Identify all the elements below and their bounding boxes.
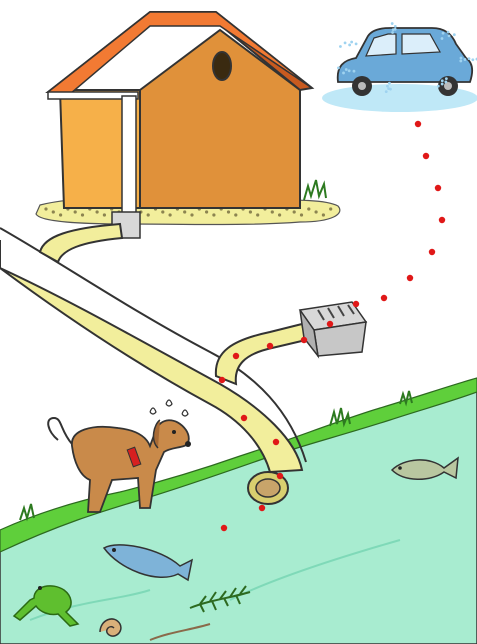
gravel-dot xyxy=(307,207,310,210)
gravel-dot xyxy=(96,210,99,213)
gravel-dot xyxy=(293,210,296,213)
spray-drop xyxy=(387,87,390,90)
spray-drop xyxy=(394,28,397,31)
gravel-dot xyxy=(256,213,259,216)
pollution-dot xyxy=(381,295,387,301)
pollution-dot xyxy=(423,153,429,159)
gravel-dot xyxy=(52,210,55,213)
gravel-dot xyxy=(190,213,193,216)
spray-drop xyxy=(394,25,397,28)
spray-drop xyxy=(385,90,388,93)
pollution-dot xyxy=(327,321,333,327)
gravel-dot xyxy=(81,213,84,216)
spray-drop xyxy=(453,33,456,36)
gravel-dot xyxy=(322,213,325,216)
spray-drop xyxy=(348,44,351,47)
house-pipe xyxy=(40,224,122,262)
gravel-dot xyxy=(103,213,106,216)
gravel-dot xyxy=(315,210,318,213)
pollution-dot xyxy=(259,505,265,511)
pollution-dot xyxy=(233,353,239,359)
attic-window xyxy=(213,52,231,80)
pollution-dot xyxy=(429,249,435,255)
spray-drop xyxy=(344,41,347,44)
spray-drop xyxy=(445,77,448,80)
spray-drop xyxy=(355,42,358,45)
spray-drop xyxy=(441,37,444,40)
gravel-dot xyxy=(234,213,237,216)
spray-drop xyxy=(441,79,444,82)
pollution-dot xyxy=(353,301,359,307)
gravel-dot xyxy=(59,213,62,216)
pollution-dot xyxy=(241,415,247,421)
spray-drop xyxy=(350,41,353,44)
spray-drop xyxy=(391,22,394,25)
spray-drop xyxy=(448,35,451,38)
storm-drain-icon xyxy=(300,302,366,356)
gravel-dot xyxy=(278,213,281,216)
spray-drop xyxy=(345,68,348,71)
gravel-dot xyxy=(329,207,332,210)
gravel-dot xyxy=(183,210,186,213)
gravel-dot xyxy=(74,210,77,213)
main-pipe xyxy=(0,240,302,472)
plant xyxy=(304,180,326,200)
pollution-dot xyxy=(407,275,413,281)
spray-drop xyxy=(386,85,389,88)
spray-drop xyxy=(459,60,462,63)
spray-drop xyxy=(471,58,474,61)
spray-drop xyxy=(464,58,467,61)
spray-drop xyxy=(348,69,351,72)
pollution-dot xyxy=(439,217,445,223)
spray-drop xyxy=(447,31,450,34)
spray-drop xyxy=(342,72,345,75)
spray-drop xyxy=(339,45,342,48)
pollution-dot xyxy=(221,525,227,531)
gravel-dot xyxy=(44,207,47,210)
gravel-dot xyxy=(300,213,303,216)
gravel-dot xyxy=(271,210,274,213)
spray-drop xyxy=(337,67,340,70)
spray-drop xyxy=(468,57,471,60)
pollution-dot xyxy=(277,473,283,479)
gravel-dot xyxy=(169,213,172,216)
spray-drop xyxy=(391,31,394,34)
spray-drop xyxy=(460,57,463,60)
washed-car-icon xyxy=(322,22,477,112)
pollution-dot xyxy=(415,121,421,127)
gravel-dot xyxy=(205,210,208,213)
spray-drop xyxy=(388,82,391,85)
gravel-dot xyxy=(227,210,230,213)
house-icon xyxy=(36,12,340,238)
spray-drop xyxy=(353,70,356,73)
spray-drop xyxy=(437,85,440,88)
spray-drop xyxy=(442,32,445,35)
pollution-dot xyxy=(267,343,273,349)
pollution-dot xyxy=(273,439,279,445)
spray-drop xyxy=(441,83,444,86)
gravel-dot xyxy=(147,213,150,216)
gravel-dot xyxy=(161,210,164,213)
spray-drop xyxy=(444,80,447,83)
gravel-dot xyxy=(212,213,215,216)
drain-pipe xyxy=(216,324,306,384)
pollution-dot xyxy=(435,185,441,191)
pollution-dot xyxy=(219,377,225,383)
pollution-dot xyxy=(301,337,307,343)
gravel-dot xyxy=(249,210,252,213)
